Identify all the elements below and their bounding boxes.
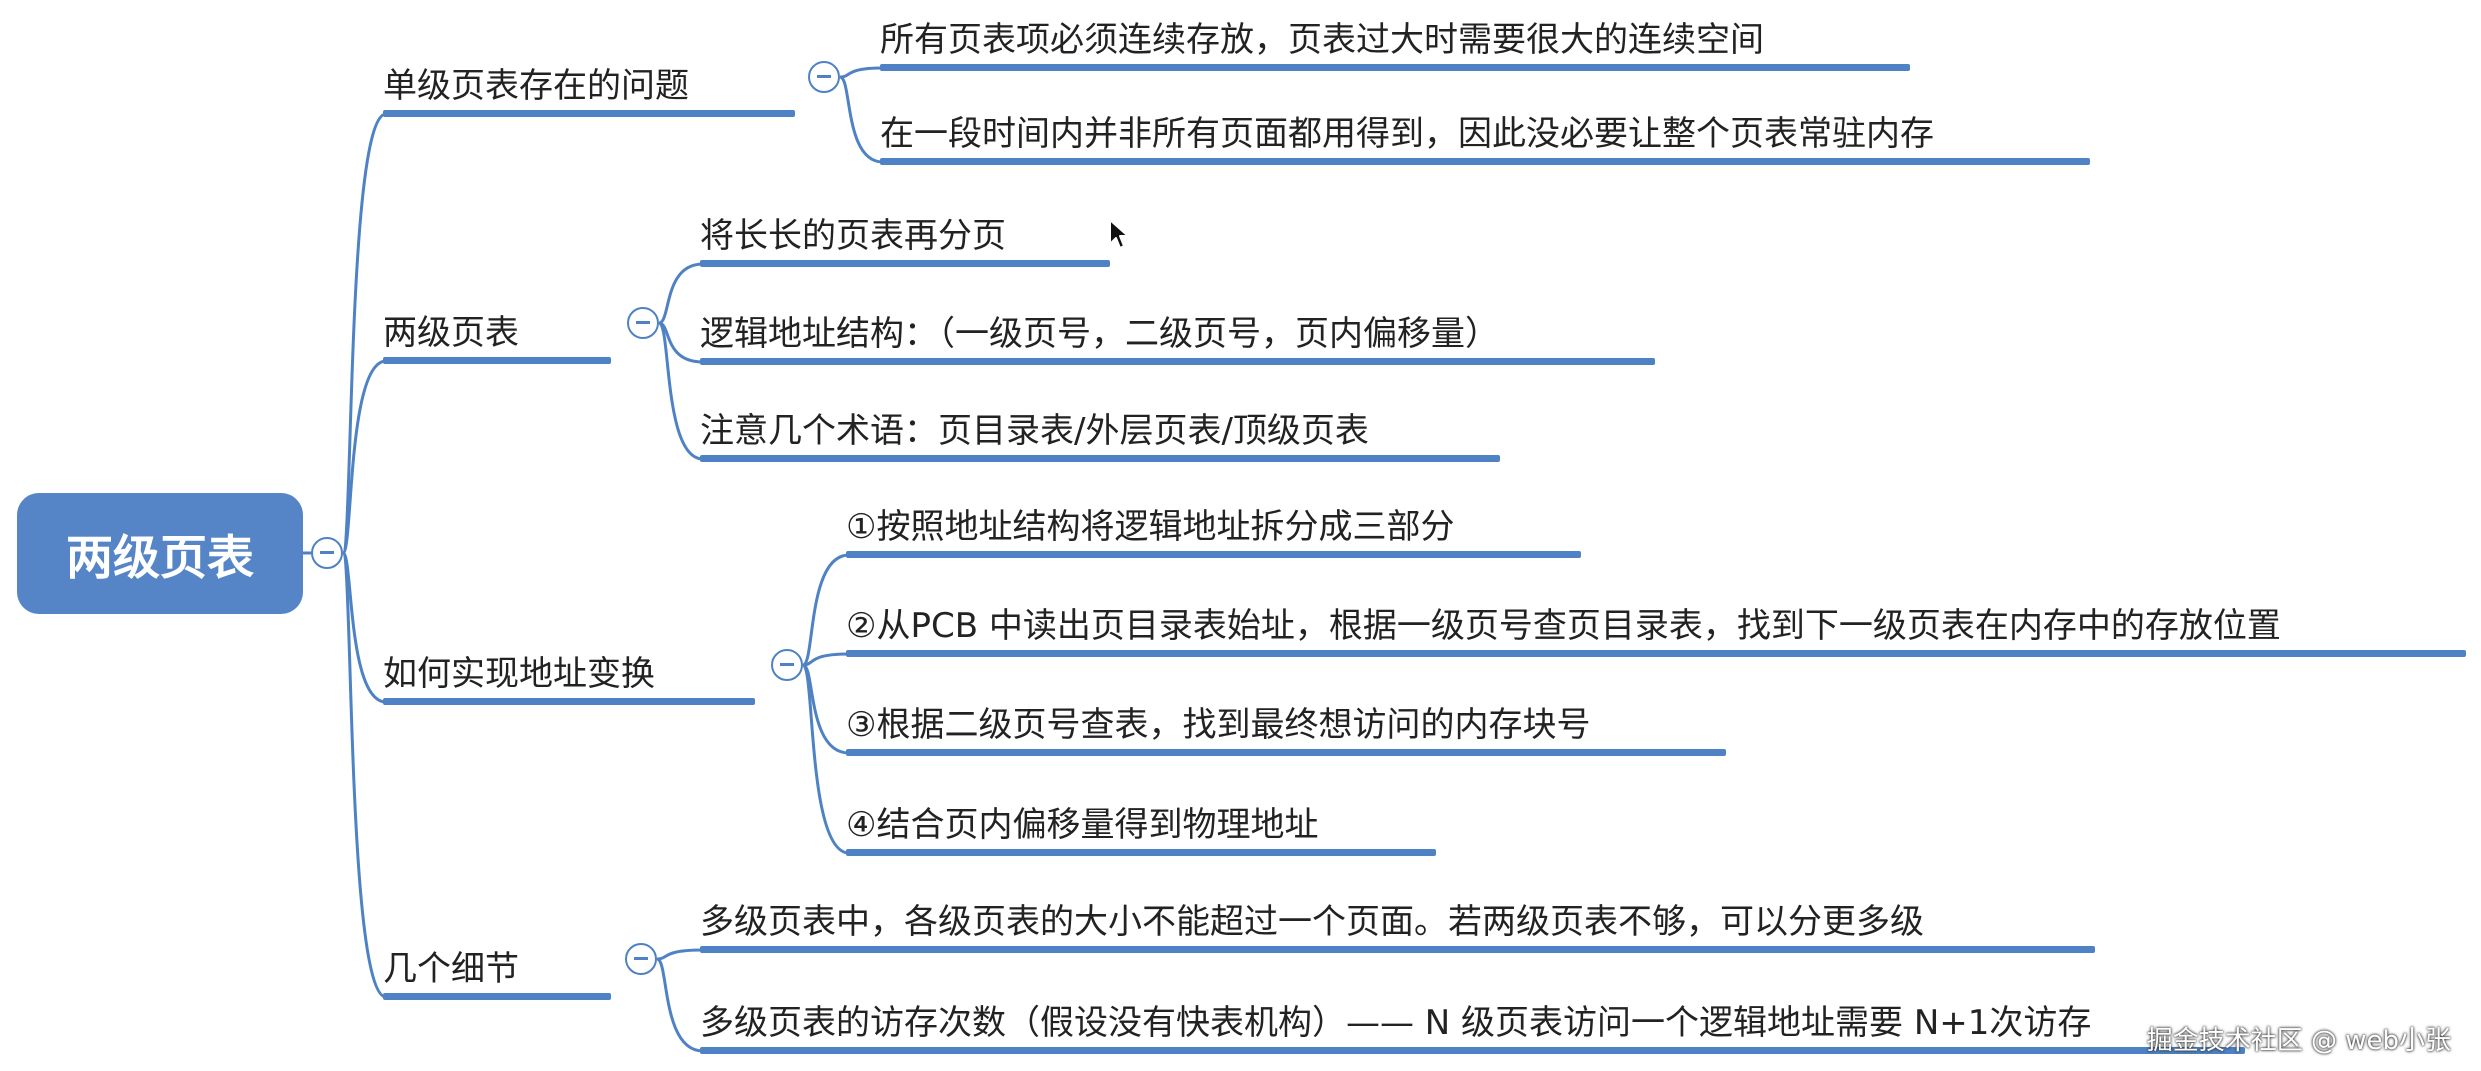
leaf-node[interactable]: 逻辑地址结构：（一级页号，二级页号，页内偏移量） (700, 304, 1655, 365)
leaf-label: 逻辑地址结构：（一级页号，二级页号，页内偏移量） (700, 314, 1499, 354)
connector-line (802, 652, 850, 667)
leaf-underline (700, 455, 1500, 462)
leaf-underline (700, 1047, 2245, 1054)
connector-line (801, 663, 850, 855)
connector-line (341, 359, 387, 555)
leaf-underline (700, 358, 1655, 365)
watermark: 掘金技术社区 @ web小张 (2146, 1026, 2451, 1056)
branch-collapse-icon[interactable] (771, 649, 803, 681)
leaf-label: ③根据二级页号查表，找到最终想访问的内存块号 (846, 705, 1591, 745)
leaf-node[interactable]: 注意几个术语：页目录表/外层页表/顶级页表 (700, 401, 1500, 462)
leaf-label: 多级页表中，各级页表的大小不能超过一个页面。若两级页表不够，可以分更多级 (700, 902, 1924, 942)
leaf-underline (700, 260, 1110, 267)
connector-line (801, 553, 850, 667)
branch-underline (383, 698, 755, 705)
leaf-node[interactable]: 所有页表项必须连续存放，页表过大时需要很大的连续空间 (880, 10, 1910, 71)
leaf-label: 多级页表的访存次数（假设没有快表机构）—— N 级页表访问一个逻辑地址需要 N+… (700, 1003, 2092, 1043)
branch-label: 两级页表 (383, 313, 519, 353)
branch-node-address-translation[interactable]: 如何实现地址变换 (383, 641, 755, 705)
leaf-node[interactable]: 在一段时间内并非所有页面都用得到，因此没必要让整个页表常驻内存 (880, 104, 2090, 165)
leaf-node[interactable]: ④结合页内偏移量得到物理地址 (846, 795, 1436, 856)
leaf-label: 将长长的页表再分页 (700, 216, 1006, 256)
leaf-label: 在一段时间内并非所有页面都用得到，因此没必要让整个页表常驻内存 (880, 114, 1934, 154)
leaf-underline (700, 946, 2095, 953)
leaf-node[interactable]: ②从PCB 中读出页目录表始址，根据一级页号查页目录表，找到下一级页表在内存中的… (846, 596, 2466, 657)
connector-line (341, 112, 387, 555)
leaf-label: ①按照地址结构将逻辑地址拆分成三部分 (846, 507, 1455, 547)
connector-line (839, 66, 884, 79)
branch-node-single-level-issues[interactable]: 单级页表存在的问题 (383, 52, 795, 117)
leaf-node[interactable]: 多级页表的访存次数（假设没有快表机构）—— N 级页表访问一个逻辑地址需要 N+… (700, 993, 2245, 1054)
branch-label: 几个细节 (383, 949, 519, 989)
leaf-label: ④结合页内偏移量得到物理地址 (846, 805, 1319, 845)
leaf-underline (846, 551, 1581, 558)
leaf-underline (846, 650, 2466, 657)
connector-line (656, 948, 704, 961)
leaf-underline (880, 64, 1910, 71)
leaf-node[interactable]: 将长长的页表再分页 (700, 206, 1110, 267)
connector-line (657, 321, 704, 461)
branch-node-two-level-table[interactable]: 两级页表 (383, 301, 611, 364)
leaf-underline (846, 749, 1726, 756)
root-node[interactable]: 两级页表 (17, 493, 303, 614)
branch-label: 如何实现地址变换 (383, 654, 655, 694)
leaf-node[interactable]: ③根据二级页号查表，找到最终想访问的内存块号 (846, 695, 1726, 756)
connector-line (658, 262, 704, 325)
branch-collapse-icon[interactable] (627, 307, 659, 339)
leaf-underline (880, 158, 2090, 165)
root-collapse-icon[interactable] (311, 537, 343, 569)
leaf-label: 注意几个术语：页目录表/外层页表/顶级页表 (700, 411, 1369, 451)
connector-line (341, 551, 387, 999)
branch-label: 单级页表存在的问题 (383, 66, 689, 106)
connector-line (839, 75, 884, 164)
branch-node-details[interactable]: 几个细节 (383, 938, 611, 1000)
branch-underline (383, 357, 611, 364)
branch-collapse-icon[interactable] (808, 61, 840, 93)
leaf-label: 所有页表项必须连续存放，页表过大时需要很大的连续空间 (880, 20, 1764, 60)
leaf-node[interactable]: 多级页表中，各级页表的大小不能超过一个页面。若两级页表不够，可以分更多级 (700, 892, 2095, 953)
branch-underline (383, 110, 795, 117)
leaf-underline (846, 849, 1436, 856)
branch-collapse-icon[interactable] (625, 943, 657, 975)
branch-underline (383, 993, 611, 1000)
leaf-node[interactable]: ①按照地址结构将逻辑地址拆分成三部分 (846, 497, 1581, 558)
connector-line (656, 957, 704, 1053)
mouse-cursor-icon (1109, 219, 1129, 249)
leaf-label: ②从PCB 中读出页目录表始址，根据一级页号查页目录表，找到下一级页表在内存中的… (846, 606, 2281, 646)
